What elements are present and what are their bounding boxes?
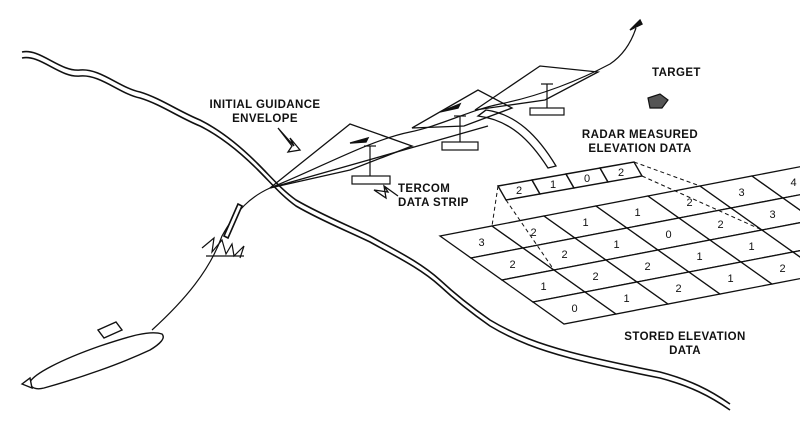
stored-grid-cell <box>739 251 800 285</box>
stored-grid-value: 2 <box>686 197 692 209</box>
radar-strip-value: 2 <box>516 185 522 197</box>
projection-line-right-top <box>633 161 701 187</box>
stored-grid-value: 1 <box>748 241 754 253</box>
projection-line-right <box>641 175 763 231</box>
stored-grid-value: 2 <box>717 219 723 231</box>
radar-strip-value: 0 <box>584 173 590 185</box>
target-text: TARGET <box>652 67 701 79</box>
stored-grid-value: 2 <box>779 263 785 275</box>
stored-elevation-grid: 3211234221023512211240121232 <box>438 166 800 325</box>
launch-splash <box>201 236 245 259</box>
radar-beam-ramp <box>476 109 558 169</box>
coastline <box>21 50 731 411</box>
radar-line2: ELEVATION DATA <box>588 143 692 155</box>
stored-grid-value: 1 <box>540 281 546 293</box>
guidance-envelope-planes <box>269 65 601 189</box>
tercom-label: TERCOM DATA STRIP <box>398 182 469 210</box>
radar-line1: RADAR MEASURED <box>581 129 699 141</box>
cruise-missile-icon <box>349 18 643 144</box>
submarine-icon <box>20 321 164 390</box>
stored-grid-value: 3 <box>769 209 775 221</box>
stored-elevation-label: STORED ELEVATION DATA <box>600 330 770 358</box>
stored-grid-value: 2 <box>561 249 567 261</box>
radar-strip-value: 1 <box>550 179 556 191</box>
initial-guidance-line2: ENVELOPE <box>232 113 298 125</box>
projection-line-left <box>505 199 555 271</box>
projection-line-left-top <box>491 185 499 227</box>
tercom-line2: DATA STRIP <box>398 197 469 209</box>
stored-grid-value: 4 <box>790 177 796 189</box>
projection-lines <box>491 161 763 271</box>
stored-grid-cell <box>791 249 800 258</box>
stored-grid-cell <box>760 222 800 253</box>
pointer-arrows <box>277 127 399 200</box>
radar-strip-value: 2 <box>618 167 624 179</box>
stored-grid-value: 2 <box>592 271 598 283</box>
radar-elevation-strip: 2 1 0 2 <box>496 161 644 201</box>
target-icon <box>647 93 669 109</box>
stored-grid-cell <box>781 194 800 211</box>
stored-grid-value: 1 <box>623 293 629 305</box>
stored-grid-value: 3 <box>478 237 484 249</box>
stored-grid-cell <box>750 166 800 199</box>
radar-measured-label: RADAR MEASURED ELEVATION DATA <box>560 128 720 156</box>
stored-line2: DATA <box>669 345 701 357</box>
initial-guidance-line1: INITIAL GUIDANCE <box>209 99 321 111</box>
stored-line1: STORED ELEVATION <box>624 331 746 343</box>
stored-grid-value: 2 <box>644 261 650 273</box>
stored-grid-value: 1 <box>613 239 619 251</box>
stored-grid-value: 0 <box>665 229 671 241</box>
stored-grid-value: 1 <box>727 273 733 285</box>
stored-grid-value: 2 <box>509 259 515 271</box>
initial-guidance-label: INITIAL GUIDANCE ENVELOPE <box>200 98 330 126</box>
tercom-line1: TERCOM <box>398 183 451 195</box>
target-label: TARGET <box>652 66 701 80</box>
launch-missile-icon <box>222 202 244 240</box>
stored-grid-value: 2 <box>530 227 536 239</box>
stored-grid-value: 1 <box>634 207 640 219</box>
stored-grid-value: 2 <box>675 283 681 295</box>
stored-grid-value: 0 <box>571 303 577 315</box>
stored-grid-value: 1 <box>696 251 702 263</box>
guidance-fix-sites <box>351 83 565 185</box>
stored-grid-value: 3 <box>738 187 744 199</box>
stored-grid-cell <box>729 197 800 231</box>
flight-path <box>151 27 637 331</box>
stored-grid-value: 1 <box>582 217 588 229</box>
